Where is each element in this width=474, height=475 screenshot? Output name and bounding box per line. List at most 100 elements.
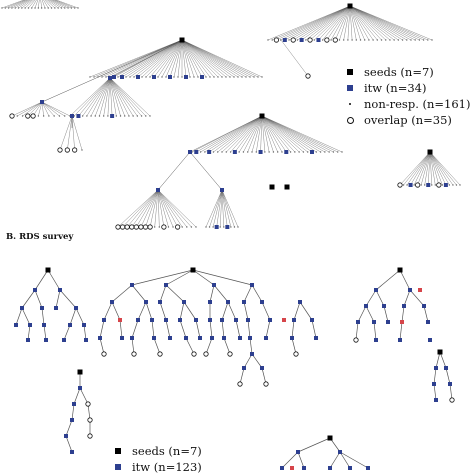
nonresp-node (410, 39, 412, 41)
nonresp-node (24, 7, 26, 9)
nonresp-node (376, 39, 379, 41)
overlap-node (9, 113, 15, 119)
nonresp-node (315, 151, 317, 153)
nonresp-node (64, 7, 66, 9)
edge (276, 5, 351, 41)
nonresp-node (217, 76, 219, 78)
nonresp-node (17, 7, 20, 9)
nonresp-node (37, 115, 40, 117)
itw-node (184, 75, 188, 79)
edge (157, 151, 191, 191)
edge (71, 403, 75, 421)
edge (410, 151, 431, 186)
itw-node (282, 38, 287, 42)
edge (280, 39, 309, 77)
overlap-node (129, 224, 135, 230)
nonresp-node (141, 76, 143, 78)
nonresp-node (98, 115, 101, 117)
edge (17, 101, 43, 117)
edge (125, 39, 183, 78)
overlap-node (175, 224, 181, 230)
nonresp-node (44, 7, 46, 9)
edge (181, 39, 231, 78)
nonresp-node (427, 39, 429, 41)
edge (133, 39, 183, 78)
edge (413, 151, 431, 186)
edge (181, 39, 211, 78)
edge (157, 189, 178, 228)
edge (365, 289, 377, 307)
itw-node (242, 366, 246, 370)
edge (349, 5, 361, 41)
nonresp-node (237, 76, 239, 78)
overlap-node (305, 73, 311, 79)
itw-node (208, 318, 212, 322)
edge (38, 101, 43, 117)
nonresp-node (441, 184, 444, 186)
edge (417, 151, 431, 186)
itw-node (42, 323, 46, 327)
overlap-node (203, 351, 209, 357)
nonresp-node (57, 7, 59, 9)
nonresp-node (205, 226, 207, 228)
itw-node (434, 366, 438, 370)
nonresp-node (47, 7, 49, 9)
edge (234, 115, 263, 153)
overlap-node (101, 351, 107, 357)
nonresp-node (249, 76, 251, 78)
edge (149, 189, 159, 228)
edge (105, 39, 183, 78)
seed-square-icon (115, 448, 121, 454)
edge (339, 5, 351, 41)
edge (297, 5, 351, 41)
nonresp-node (4, 7, 7, 9)
nonresp-node (330, 39, 332, 41)
itw-node (64, 434, 68, 438)
itw-node (238, 336, 242, 340)
edge (34, 289, 43, 309)
overlap-node (161, 224, 167, 230)
nonresp-node (289, 151, 292, 153)
overlap-circle-icon (347, 117, 354, 124)
edge (145, 39, 183, 78)
edge (99, 77, 111, 117)
edge (247, 319, 251, 339)
edge (41, 101, 65, 117)
edge (299, 301, 313, 321)
edge (429, 151, 454, 186)
nonresp-node (242, 151, 245, 153)
nonresp-node (229, 151, 232, 153)
edge (329, 451, 341, 469)
nonresp-node (40, 7, 43, 9)
edge (433, 383, 437, 401)
itw-node (102, 318, 106, 322)
edge (439, 351, 447, 369)
itw-node (422, 304, 426, 308)
edge (131, 269, 194, 286)
nonresp-node (101, 76, 103, 78)
edge (181, 39, 215, 78)
itw-node (374, 288, 378, 292)
nonresp-node (212, 226, 214, 228)
edge (54, 0, 75, 9)
nonresp-node (452, 184, 454, 186)
edge (131, 189, 159, 228)
legend-label: itw (n=34) (364, 81, 427, 95)
edge (235, 319, 241, 339)
edge (157, 39, 183, 78)
edge (181, 39, 251, 78)
nonresp-node (119, 115, 122, 117)
itw-node (408, 183, 413, 187)
nonresp-node (281, 151, 283, 153)
nonresp-node (277, 151, 279, 153)
edge (349, 5, 353, 41)
edge (157, 189, 183, 228)
nonresp-node (319, 151, 322, 153)
edge (409, 289, 425, 307)
nonresp-node (145, 76, 147, 78)
edge (261, 115, 304, 153)
itw-node (208, 300, 212, 304)
itw-node (33, 288, 37, 292)
nonresp-node (402, 184, 405, 186)
edge (284, 5, 351, 41)
